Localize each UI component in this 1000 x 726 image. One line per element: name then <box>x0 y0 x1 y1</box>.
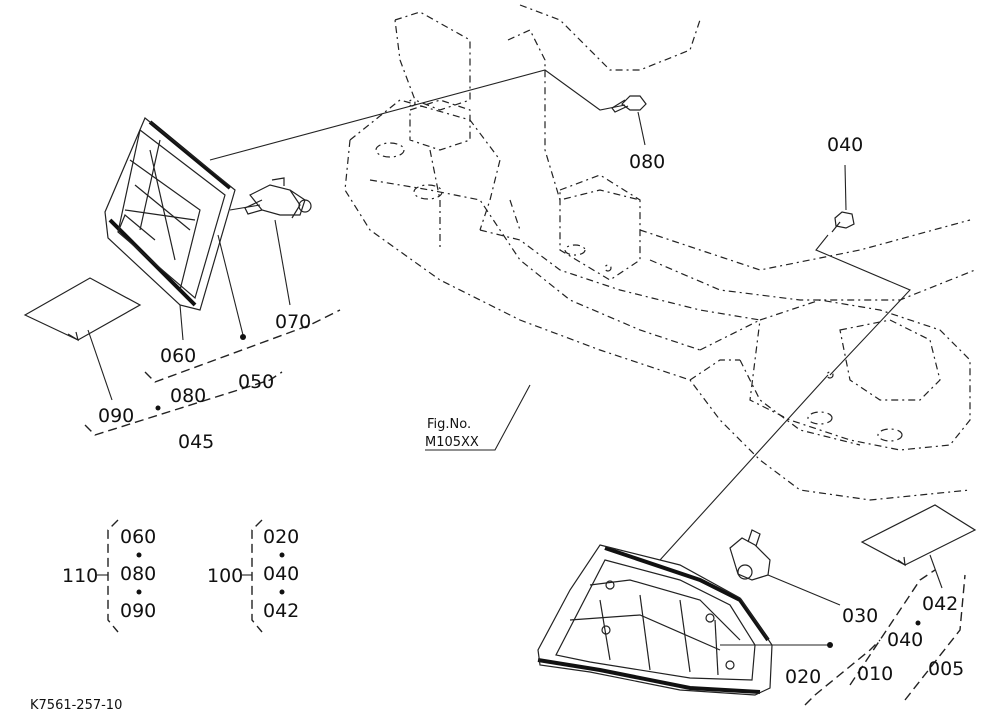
group-110-item-3: 090 <box>120 600 156 622</box>
callout-040-top: 040 <box>827 134 863 156</box>
screw-080 <box>611 95 647 146</box>
group-100-item-3: 042 <box>263 600 299 622</box>
callout-005: 005 <box>928 658 964 680</box>
left-lamp-lens <box>104 117 236 311</box>
group-100-item-2: 040 <box>263 563 299 585</box>
callout-090: 090 <box>98 405 134 427</box>
callout-080-mid: 080 <box>170 385 206 407</box>
left-bulb <box>244 177 312 219</box>
fig-ref-line1: Fig.No. <box>427 417 471 432</box>
group-100-label: 100 <box>207 565 243 587</box>
callout-060: 060 <box>160 345 196 367</box>
right-leader-lines <box>659 374 966 706</box>
group-110-item-2: 080 <box>120 563 156 585</box>
right-label-sheet <box>860 504 977 589</box>
group-110-item-1: 060 <box>120 526 156 548</box>
callout-050: 050 <box>238 371 274 393</box>
group-110-label: 110 <box>62 565 98 587</box>
callout-070: 070 <box>275 311 311 333</box>
right-lamp-lens <box>537 544 773 696</box>
right-bulb <box>729 529 841 606</box>
callout-labels: 080 040 070 060 050 090 080 045 030 042 … <box>98 134 964 688</box>
callout-080-top: 080 <box>629 151 665 173</box>
body-panel-outline <box>344 4 976 501</box>
callout-045: 045 <box>178 431 214 453</box>
group-110: 110 060 080 090 <box>62 519 156 633</box>
group-100-item-1: 020 <box>263 526 299 548</box>
group-100: 100 020 040 042 <box>207 519 299 633</box>
nut-040-top <box>815 164 911 376</box>
figure-code: K7561-257-10 <box>30 698 122 713</box>
left-leader-lines <box>84 69 626 451</box>
fig-ref-line2: M105XX <box>425 435 479 450</box>
callout-040-bot: 040 <box>887 629 923 651</box>
callout-010: 010 <box>857 663 893 685</box>
callout-020: 020 <box>785 666 821 688</box>
callout-042: 042 <box>922 593 958 615</box>
callout-030: 030 <box>842 605 878 627</box>
fig-reference: Fig.No. M105XX <box>425 417 479 450</box>
left-label-sheet <box>23 277 142 342</box>
